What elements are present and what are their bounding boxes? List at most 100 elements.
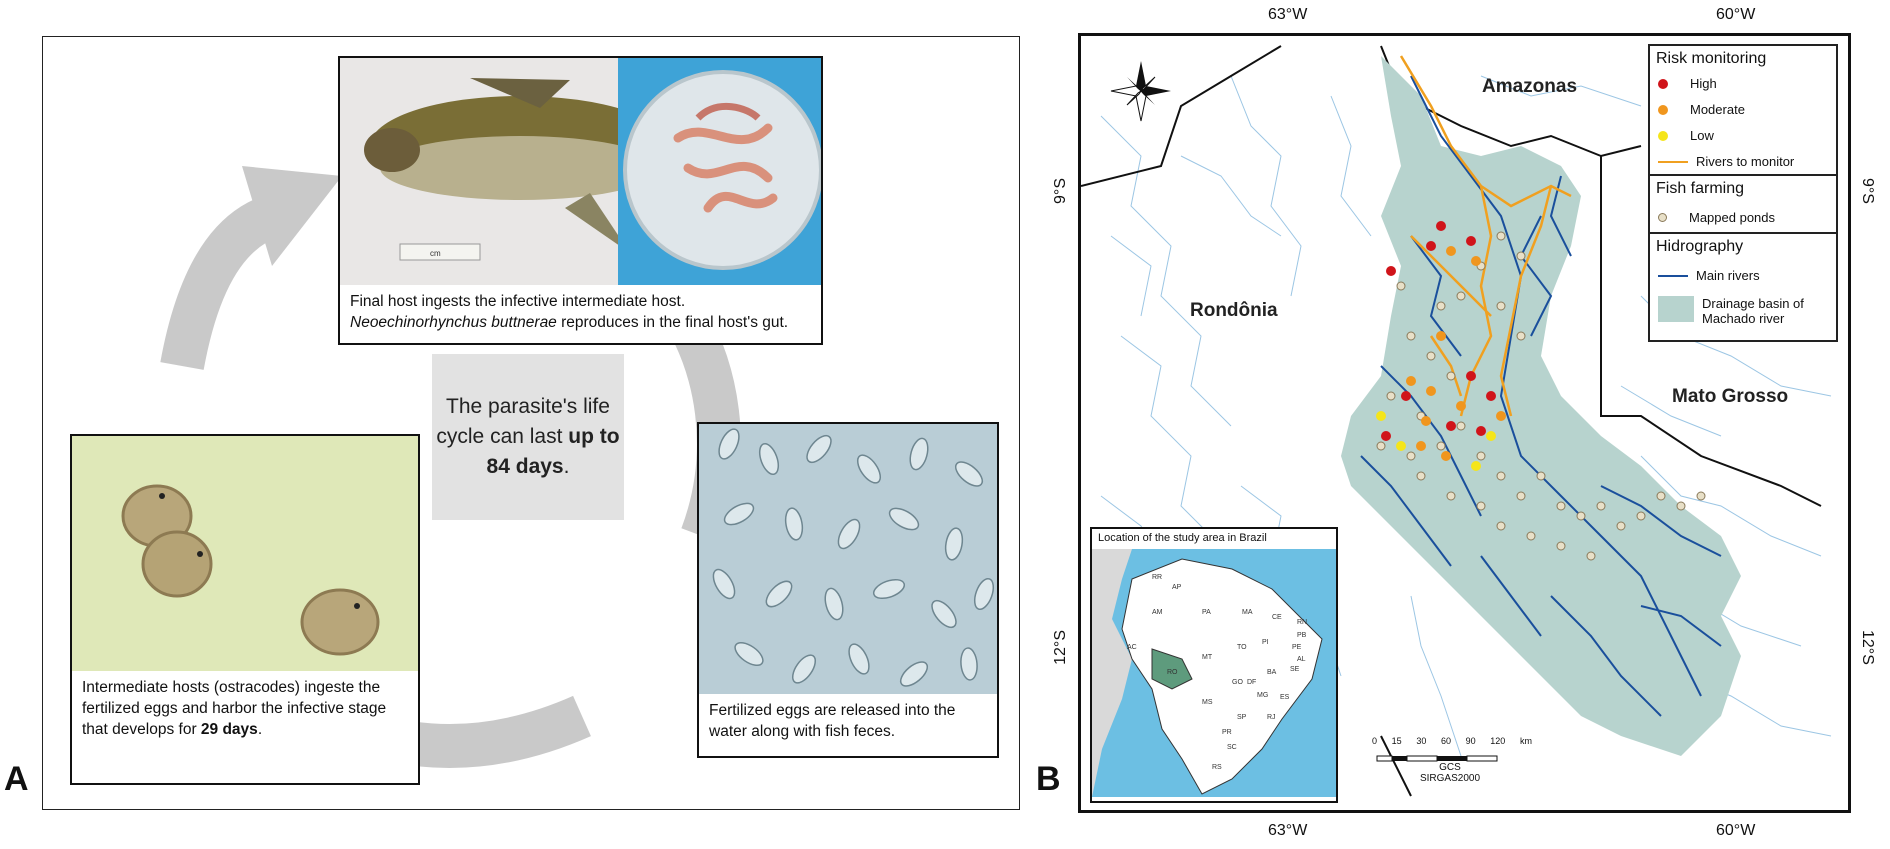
state-label: SC xyxy=(1227,744,1237,751)
state-label: MT xyxy=(1202,654,1213,661)
legend-basin: Drainage basin of Machado river xyxy=(1658,296,1822,326)
legend-high: High xyxy=(1658,76,1717,91)
state-label: BA xyxy=(1267,669,1277,676)
state-label: SE xyxy=(1290,666,1300,673)
north-arrow-icon xyxy=(1110,61,1171,122)
intermediate-host-caption: Intermediate hosts (ostracodes) ingeste … xyxy=(72,671,418,783)
legend-label: Drainage basin of Machado river xyxy=(1702,296,1804,326)
scale-unit: km xyxy=(1519,736,1532,746)
state-label: MS xyxy=(1202,699,1213,706)
state-label: AL xyxy=(1297,656,1306,663)
state-label: AM xyxy=(1152,609,1163,616)
note-text: The parasite's life cycle can last xyxy=(436,395,610,448)
state-label: AC xyxy=(1127,644,1137,651)
scale-tick: 90 xyxy=(1465,736,1476,746)
ostracode-photo xyxy=(72,436,418,676)
state-label: GO xyxy=(1232,679,1243,686)
region-mato-grosso: Mato Grosso xyxy=(1672,386,1789,407)
eggs-card: Fertilized eggs are released into the wa… xyxy=(697,422,999,758)
caption-text: reproduces in the final host's gut. xyxy=(556,314,789,331)
life-cycle-duration-note: The parasite's life cycle can last up to… xyxy=(432,354,624,520)
legend-moderate: Moderate xyxy=(1658,102,1745,117)
risk-points xyxy=(1376,221,1506,471)
species-name: Neoechinorhynchus buttnerae xyxy=(350,314,557,331)
legend-label: Main rivers xyxy=(1696,268,1760,283)
coord-left-top: 9°S xyxy=(1052,178,1069,204)
brazil-inset-map: Location of the study area in Brazil AP … xyxy=(1090,527,1338,803)
map-legend: Risk monitoring High Moderate Low Rivers… xyxy=(1648,44,1838,342)
legend-risk-title: Risk monitoring xyxy=(1656,50,1767,67)
final-host-card: cm Final host ingests the infective inte… xyxy=(338,56,823,345)
coord-top-right: 60°W xyxy=(1716,6,1756,23)
state-label: CE xyxy=(1272,614,1282,621)
inset-canvas: AP RR AM PA MA CE RN PB PE AL SE PI TO B… xyxy=(1092,549,1336,797)
low-dot-icon xyxy=(1658,130,1668,141)
high-dot-icon xyxy=(1658,78,1668,89)
state-label: AP xyxy=(1172,584,1182,591)
coord-right-top: 9°S xyxy=(1859,178,1876,204)
region-amazonas: Amazonas xyxy=(1482,76,1578,97)
eggs-photo xyxy=(699,424,997,698)
scale-ticks: 0 15 30 60 90 120 km xyxy=(1372,736,1532,746)
state-label: PB xyxy=(1297,632,1307,639)
legend-low: Low xyxy=(1658,128,1714,143)
coord-bottom-right: 60°W xyxy=(1716,822,1756,839)
state-label: DF xyxy=(1247,679,1256,686)
legend-label: Moderate xyxy=(1690,102,1745,117)
basin-swatch-icon xyxy=(1658,296,1694,322)
ruler-label: cm xyxy=(430,249,441,258)
scale-tick: 0 xyxy=(1372,736,1378,746)
legend-label: High xyxy=(1690,76,1717,91)
state-label: PR xyxy=(1222,729,1232,736)
crs-line: GCS xyxy=(1439,762,1461,773)
legend-ponds: Mapped ponds xyxy=(1658,210,1775,225)
state-label: ES xyxy=(1280,694,1290,701)
legend-label: Rivers to monitor xyxy=(1696,154,1795,169)
coord-bottom-left: 63°W xyxy=(1268,822,1308,839)
state-label: PI xyxy=(1262,639,1269,646)
state-label: SP xyxy=(1237,714,1247,721)
state-label: RJ xyxy=(1267,714,1276,721)
caption-text: Intermediate hosts (ostracodes) ingeste … xyxy=(82,679,387,738)
caption-bold: 29 days xyxy=(200,721,258,738)
note-bold: up to 84 days xyxy=(486,425,620,478)
moderate-dot-icon xyxy=(1658,104,1668,115)
caption-text: Final host ingests the infective interme… xyxy=(350,293,686,310)
caption-text: . xyxy=(257,721,263,738)
state-label: PA xyxy=(1202,609,1211,616)
life-cycle-panel xyxy=(42,36,1020,810)
panel-letter-b: B xyxy=(1036,760,1061,798)
coord-right-bottom: 12°S xyxy=(1859,630,1876,665)
scale-bar xyxy=(1376,755,1498,762)
legend-main-rivers: Main rivers xyxy=(1658,268,1760,283)
state-label: RS xyxy=(1212,764,1222,771)
eggs-caption: Fertilized eggs are released into the wa… xyxy=(699,694,997,756)
parasite-dish-photo xyxy=(618,58,821,288)
final-host-caption: Final host ingests the infective interme… xyxy=(340,285,821,343)
legend-fish-title: Fish farming xyxy=(1656,180,1745,197)
legend-label: Mapped ponds xyxy=(1689,210,1776,225)
intermediate-host-card: Intermediate hosts (ostracodes) ingeste … xyxy=(70,434,420,785)
scale-tick: 30 xyxy=(1416,736,1427,746)
state-label: RN xyxy=(1297,619,1307,626)
inset-title: Location of the study area in Brazil xyxy=(1098,532,1267,544)
region-rondonia: Rondônia xyxy=(1190,300,1278,321)
state-label: MA xyxy=(1242,609,1253,616)
note-text: . xyxy=(563,455,570,478)
legend-label: Low xyxy=(1690,128,1714,143)
rivers-to-monitor xyxy=(1399,55,1572,417)
crs-line: SIRGAS2000 xyxy=(1419,773,1481,784)
crs-label: GCS SIRGAS2000 xyxy=(1410,762,1490,784)
main-rivers xyxy=(1360,75,1722,717)
legend-rivers-monitor: Rivers to monitor xyxy=(1658,154,1794,169)
blue-line-icon xyxy=(1658,274,1688,277)
state-label: PE xyxy=(1292,644,1302,651)
state-label: TO xyxy=(1237,644,1247,651)
state-label: RR xyxy=(1152,574,1162,581)
legend-hydro-title: Hidrography xyxy=(1656,238,1744,255)
orange-line-icon xyxy=(1658,160,1688,163)
scale-tick: 120 xyxy=(1490,736,1506,746)
coord-left-bottom: 12°S xyxy=(1052,630,1069,665)
scale-tick: 15 xyxy=(1391,736,1402,746)
coord-top-left: 63°W xyxy=(1268,6,1308,23)
